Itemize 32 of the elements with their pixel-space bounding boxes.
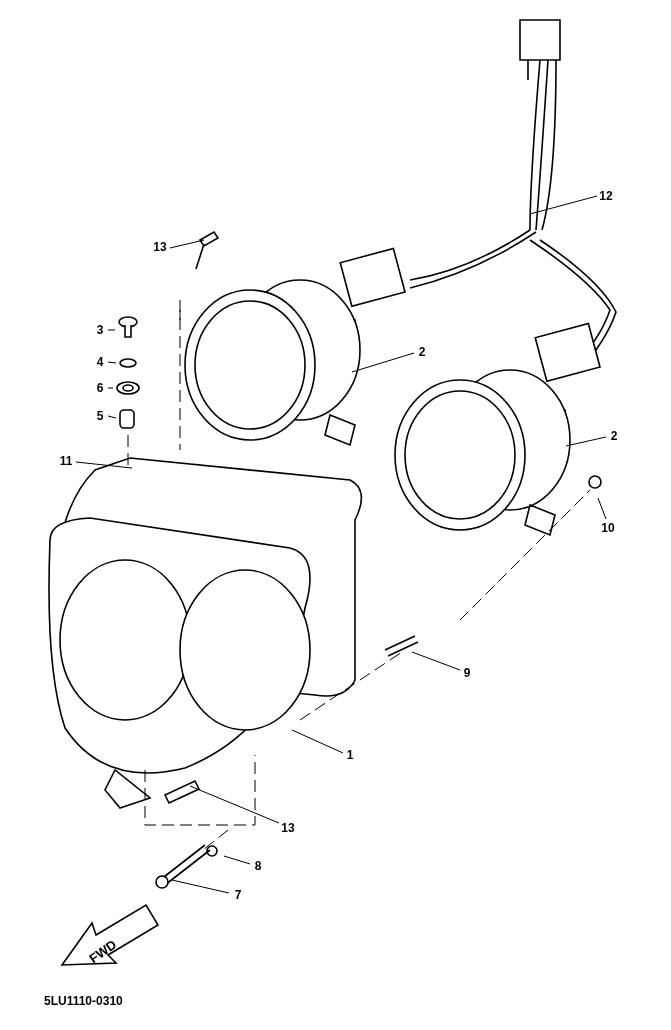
callout-number: 13 — [153, 240, 167, 254]
callout-number: 13 — [281, 821, 295, 835]
leader-line — [291, 729, 344, 754]
leader-line — [189, 785, 280, 824]
callout-number: 4 — [96, 355, 104, 369]
callout-number: 8 — [254, 859, 262, 873]
leader-line — [75, 461, 133, 469]
leader-line — [529, 195, 598, 215]
callout-number: 2 — [418, 345, 426, 359]
callout-number: 1 — [346, 748, 354, 762]
callout-number: 7 — [234, 888, 242, 902]
direction-label: FWD — [86, 936, 120, 967]
leader-line — [107, 329, 116, 331]
leader-line — [171, 879, 230, 894]
leader-line — [107, 415, 117, 419]
leader-line — [411, 651, 461, 671]
leader-line — [597, 497, 607, 520]
callout-number: 3 — [96, 323, 104, 337]
leader-line — [107, 387, 114, 389]
callout-number: 6 — [96, 381, 104, 395]
callout-number: 10 — [601, 521, 615, 535]
leader-line — [565, 436, 607, 447]
callout-number: 9 — [463, 666, 471, 680]
callout-number: 2 — [610, 429, 618, 443]
callout-number: 5 — [96, 409, 104, 423]
leader-line — [351, 352, 415, 373]
diagram-code: 5LU1110-0310 — [44, 994, 123, 1008]
leader-line — [107, 361, 117, 364]
callout-number: 12 — [599, 189, 613, 203]
leader-line — [169, 239, 205, 249]
callout-number: 11 — [59, 454, 73, 468]
leader-line — [223, 855, 251, 865]
